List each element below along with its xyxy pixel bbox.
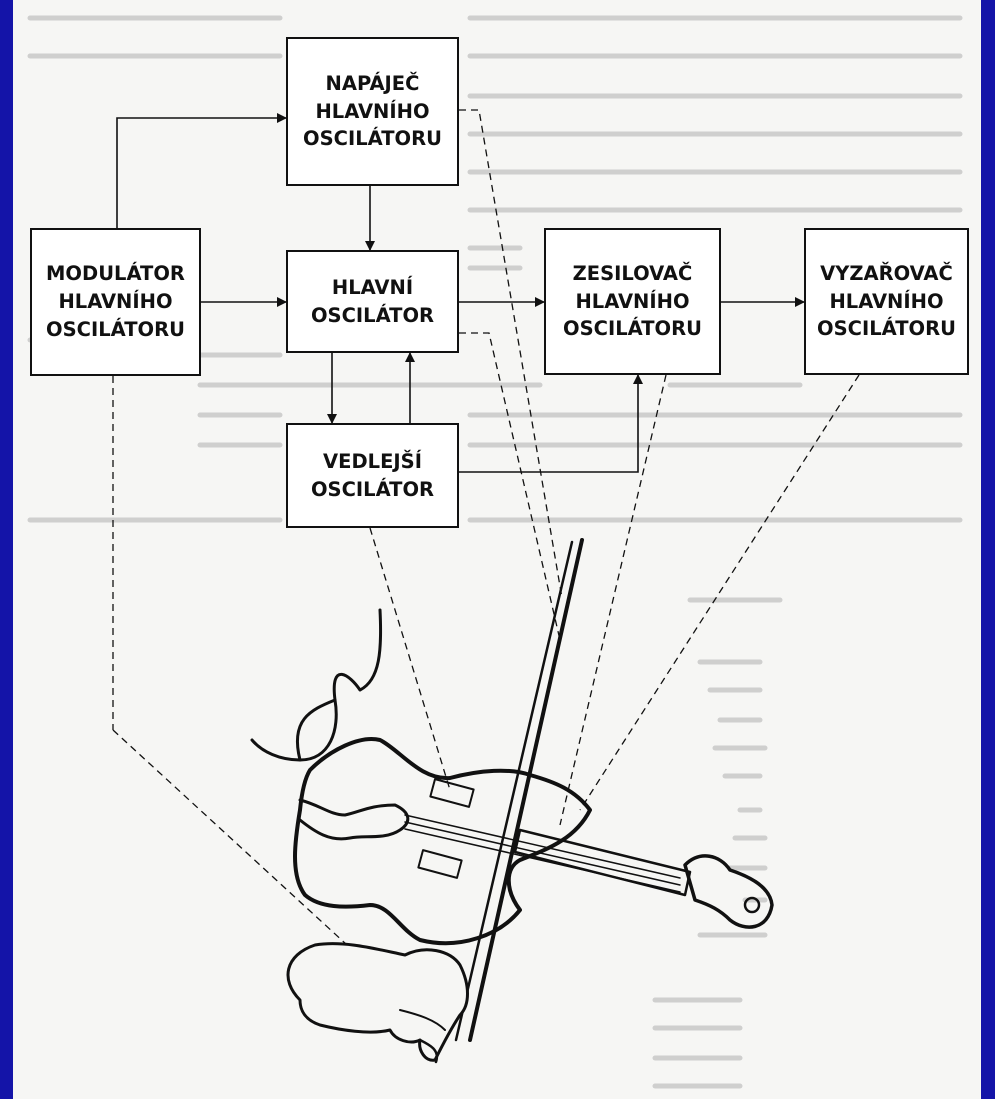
player-neck bbox=[252, 610, 381, 760]
violin-body bbox=[295, 739, 590, 943]
bow-hand bbox=[288, 944, 468, 1061]
box-zesilovac-hlavniho-oscilatoru: ZESILOVAČ HLAVNÍHO OSCILÁTORU bbox=[544, 228, 721, 375]
violin-fhole bbox=[418, 850, 461, 878]
box-label: MODULÁTOR HLAVNÍHO OSCILÁTORU bbox=[46, 260, 185, 343]
violin-fingerboard bbox=[515, 830, 690, 895]
violin-tail bbox=[300, 800, 408, 839]
box-label: VEDLEJŠÍ OSCILÁTOR bbox=[311, 448, 434, 503]
box-label: HLAVNÍ OSCILÁTOR bbox=[311, 274, 434, 329]
player-jaw bbox=[297, 700, 335, 760]
box-label: VYZAŘOVAČ HLAVNÍHO OSCILÁTORU bbox=[817, 260, 956, 343]
violin-bridge bbox=[430, 779, 473, 807]
box-vedlejsi-oscilator: VEDLEJŠÍ OSCILÁTOR bbox=[286, 423, 459, 528]
box-modulator-hlavniho-oscilatoru: MODULÁTOR HLAVNÍHO OSCILÁTORU bbox=[30, 228, 201, 376]
box-label: NAPÁJEČ HLAVNÍHO OSCILÁTORU bbox=[303, 70, 442, 153]
violin-scroll bbox=[685, 856, 772, 927]
box-label: ZESILOVAČ HLAVNÍHO OSCILÁTORU bbox=[563, 260, 702, 343]
box-vyzarovac-hlavniho-oscilatoru: VYZAŘOVAČ HLAVNÍHO OSCILÁTORU bbox=[804, 228, 969, 375]
box-napajec-hlavniho-oscilatoru: NAPÁJEČ HLAVNÍHO OSCILÁTORU bbox=[286, 37, 459, 186]
box-hlavni-oscilator: HLAVNÍ OSCILÁTOR bbox=[286, 250, 459, 353]
